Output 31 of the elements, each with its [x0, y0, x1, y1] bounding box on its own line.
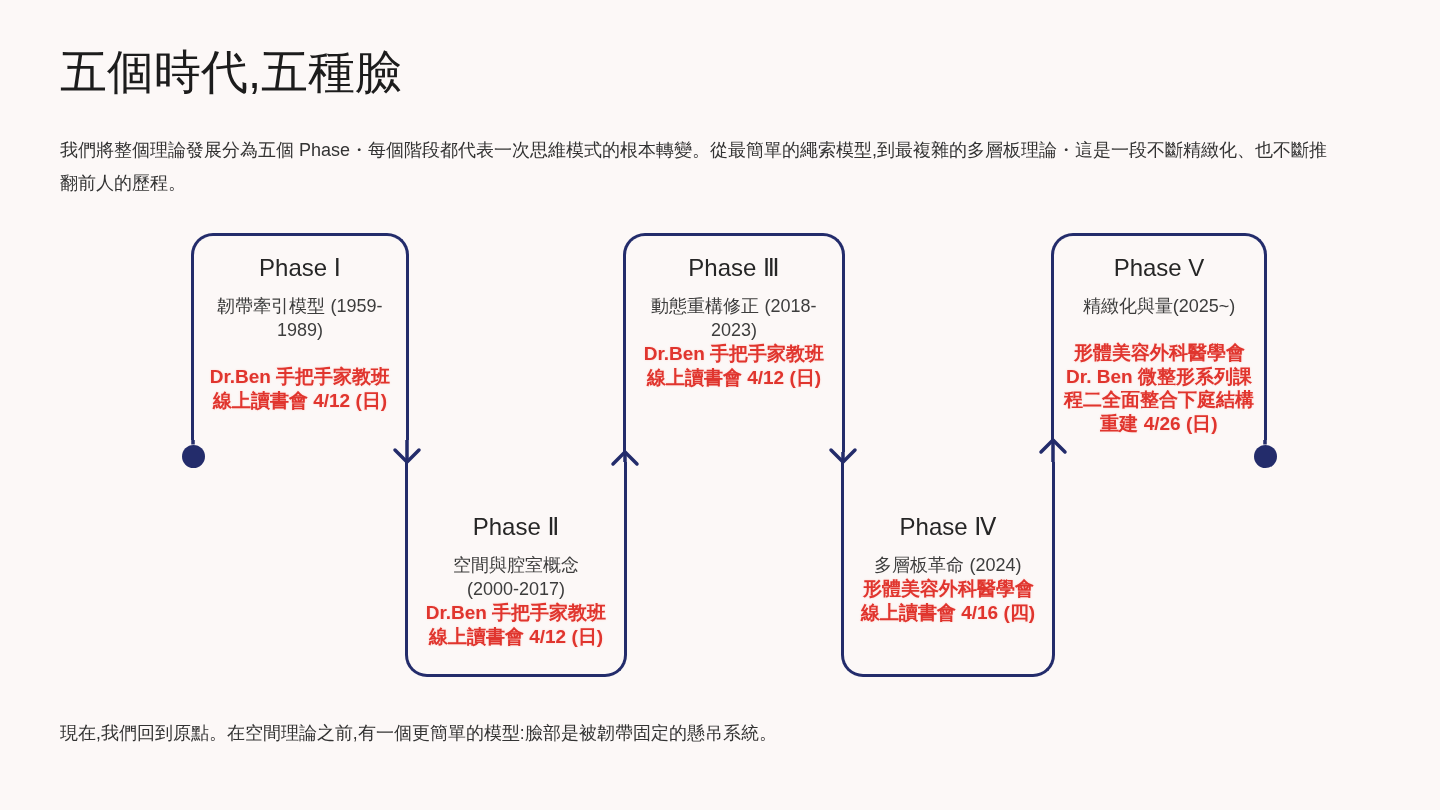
- phase-box: [191, 233, 409, 440]
- endpoint-dot: [1253, 444, 1277, 468]
- flow-arrow: [611, 450, 639, 466]
- event-note: Dr.Ben 手把手家教班線上讀書會 4/12 (日): [642, 342, 826, 390]
- connector-line: [1263, 440, 1267, 445]
- intro-paragraph: 我們將整個理論發展分為五個 Phase・每個階段都代表一次思維模式的根本轉變。從最簡單的繩索模型,到最複雜的多層板理論・這是一段不斷精緻化、也不斷推翻前人的歷程。: [60, 138, 1329, 195]
- phase-heading: Phase Ⅲ: [688, 253, 780, 284]
- event-note: Dr.Ben 手把手家教班線上讀書會 4/12 (日): [208, 365, 392, 413]
- flow-arrow: [1039, 438, 1067, 462]
- event-note: Dr.Ben 手把手家教班線上讀書會 4/12 (日): [424, 601, 608, 648]
- phase-box: [1051, 233, 1267, 440]
- phase-period: 空間與腔室概念 (2000-2017): [452, 554, 580, 601]
- phase-period: 多層板革命 (2024): [873, 554, 1023, 577]
- phase-period: 動態重構修正 (2018-2023): [650, 295, 818, 343]
- phase-heading: Phase Ⅱ: [472, 512, 560, 542]
- event-note: 形體美容外科醫學會 Dr. Ben 微整形系列課程二全面整合下庭結構重建 4/26 (日): [1062, 341, 1255, 436]
- phase-period: 韌帶牽引模型 (1959-1989): [216, 295, 384, 343]
- endpoint-dot: [181, 444, 205, 468]
- flow-arrow: [393, 440, 421, 464]
- phase-box: [405, 462, 627, 677]
- phase-period: 精緻化與量(2025~): [1081, 295, 1237, 319]
- phase-box: [841, 462, 1055, 677]
- connector-line: [191, 440, 195, 445]
- page-title: 五個時代,五種臉: [60, 44, 403, 100]
- phase-heading: Phase V: [1113, 253, 1205, 284]
- phase-heading: Phase Ⅳ: [899, 512, 997, 542]
- phase-box: [623, 233, 845, 452]
- event-note: 形體美容外科醫學會線上讀書會 4/16 (四): [859, 577, 1037, 624]
- phase-heading: Phase Ⅰ: [259, 253, 341, 284]
- footer-note: 現在,我們回到原點。在空間理論之前,有一個更簡單的模型:臉部是被韌帶固定的懸吊系統。: [60, 722, 777, 745]
- flow-arrow: [829, 448, 857, 464]
